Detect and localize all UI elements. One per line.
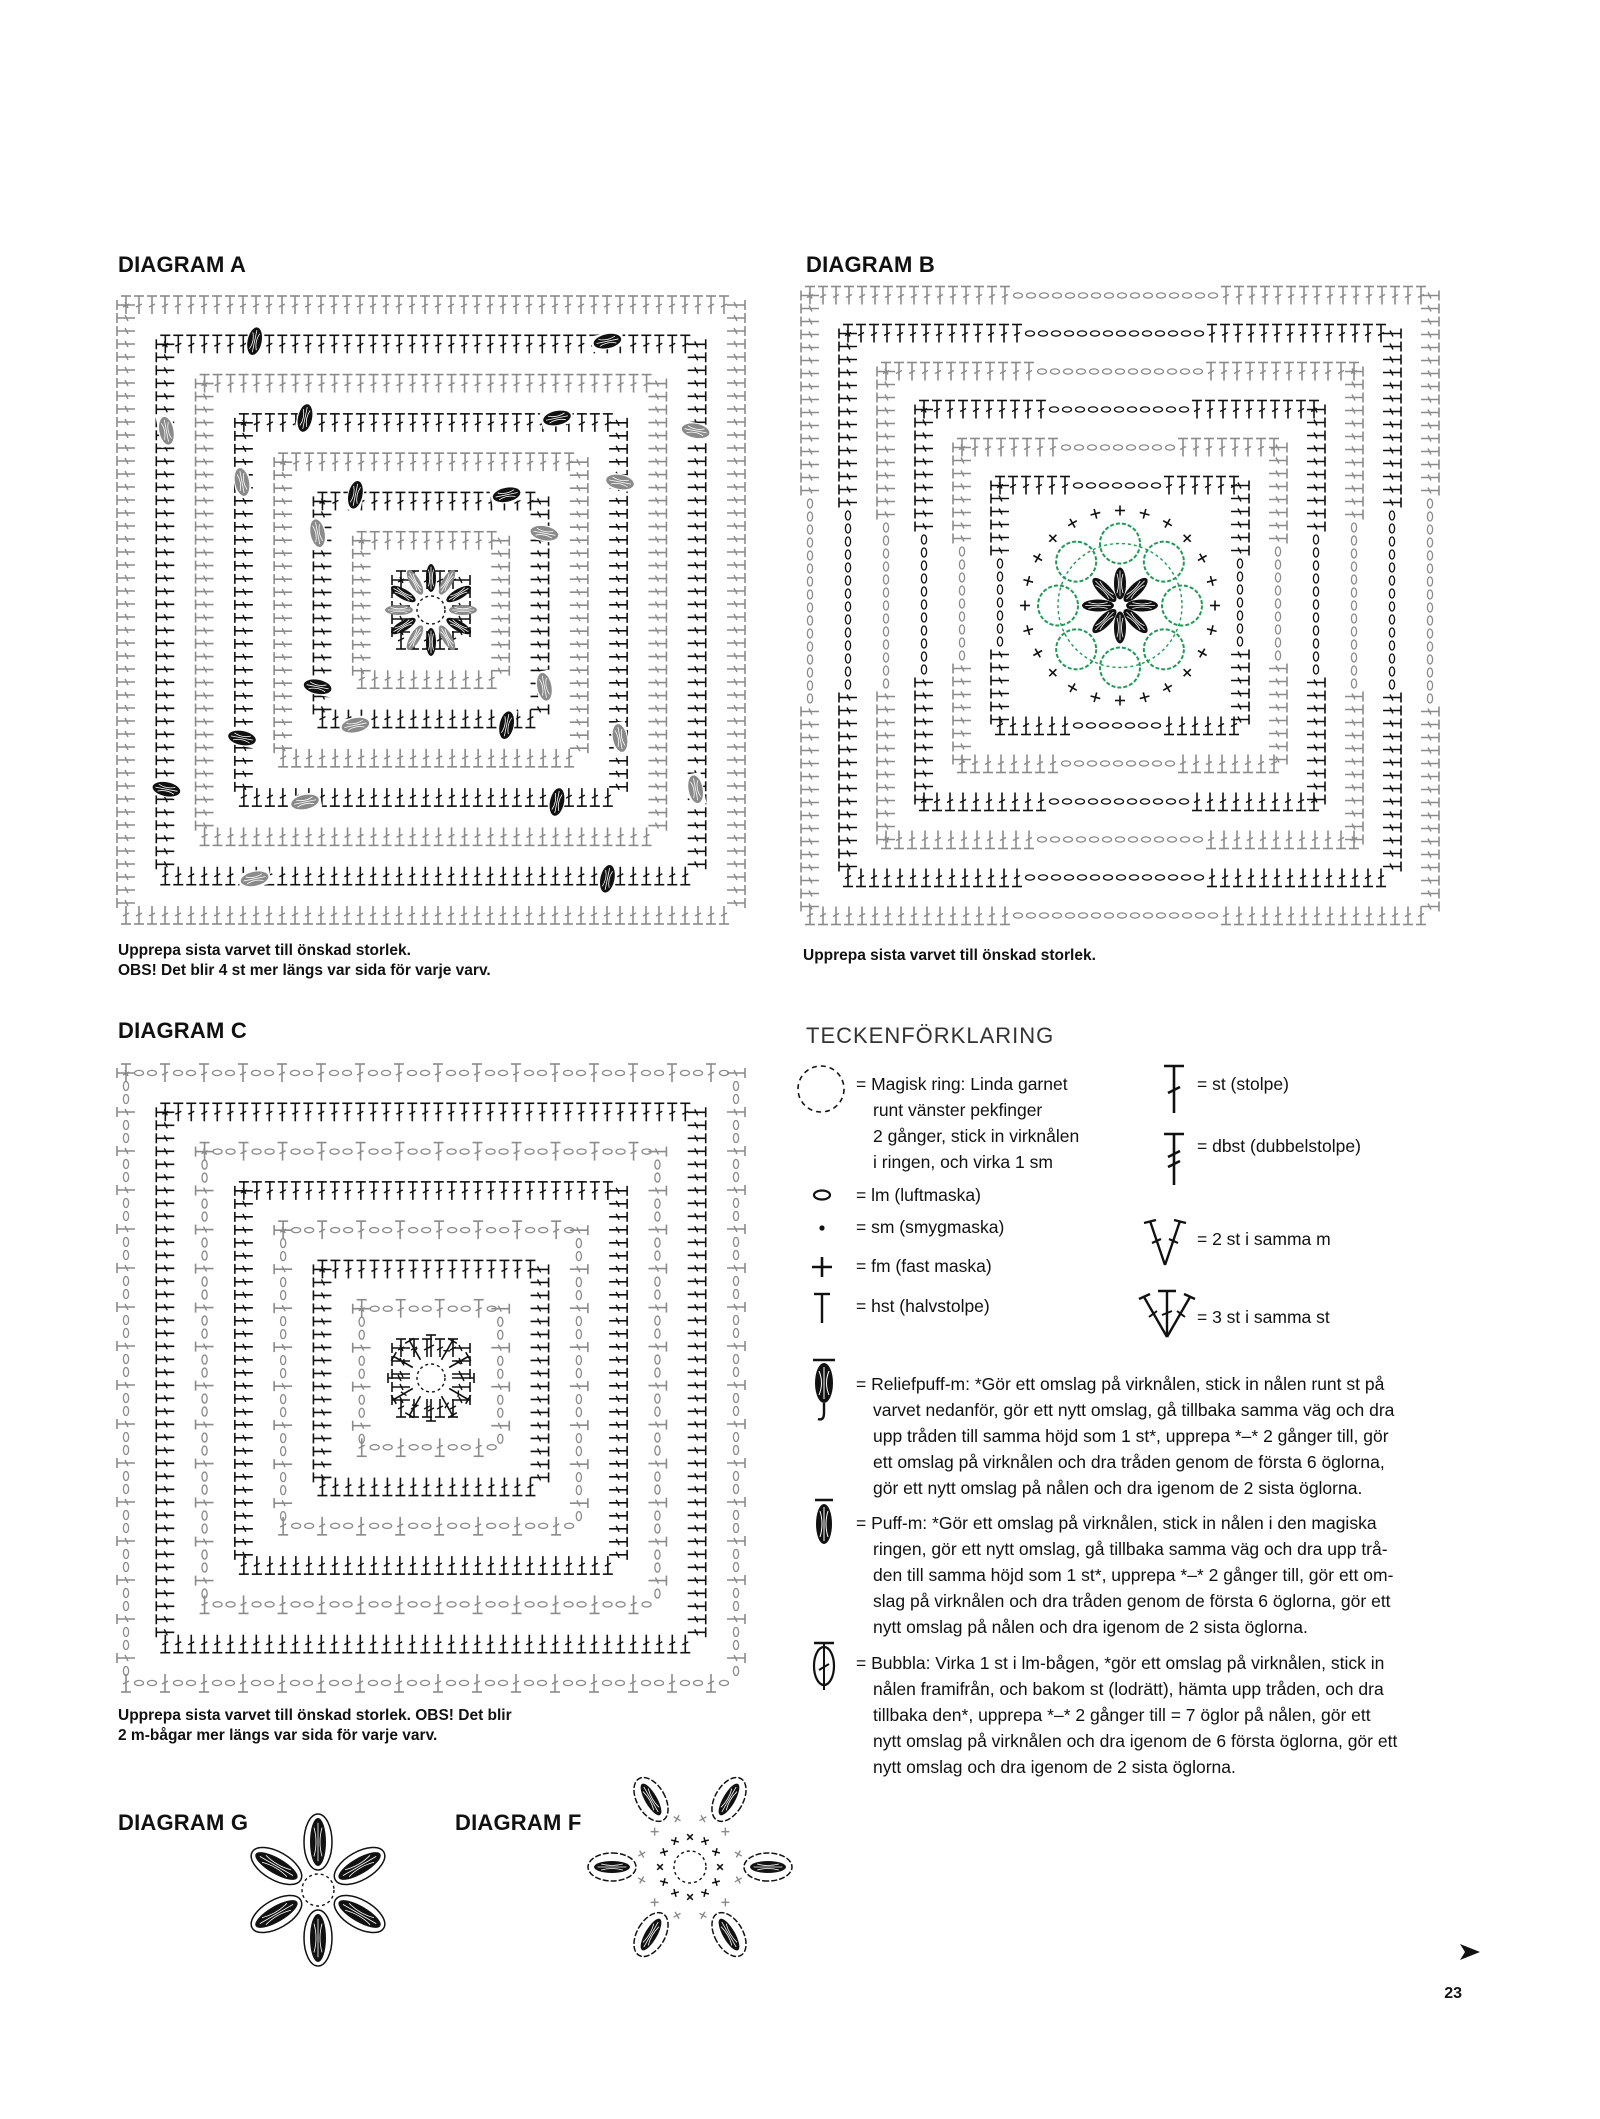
legend-line: 2 gånger, stick in virknålen	[856, 1123, 1079, 1149]
page-number: 23	[1444, 1985, 1462, 2003]
legend-single-crochet: = fm (fast maska)	[856, 1253, 992, 1279]
legend-line: nytt omslag på nålen och dra igenom de 2…	[856, 1614, 1393, 1640]
single-crochet-icon	[810, 1255, 834, 1279]
legend-line: runt vänster pekfinger	[856, 1097, 1079, 1123]
relief-puff-icon	[810, 1357, 838, 1425]
diagram-c-title: DIAGRAM C	[118, 1018, 247, 1044]
diagram-c-chart	[116, 1058, 746, 1698]
diagram-b-chart	[800, 278, 1440, 933]
legend-line: tillbaka den*, upprepa *–* 2 gånger till…	[856, 1702, 1397, 1728]
legend-magic-ring: = Magisk ring: Linda garnet runt vänster…	[856, 1071, 1079, 1175]
legend-line: slag på virknålen och dra tråden genom d…	[856, 1588, 1393, 1614]
diagram-a-chart	[116, 290, 746, 930]
two-in-same-icon	[1141, 1217, 1189, 1269]
legend-line: nytt omslag och dra igenom de 2 sista ög…	[856, 1754, 1397, 1780]
three-in-same-icon	[1136, 1289, 1198, 1341]
next-page-arrow-icon	[1458, 1941, 1482, 1963]
note-line: 2 m-bågar mer längs var sida för varje v…	[118, 1726, 512, 1746]
diagram-b-note: Upprepa sista varvet till önskad storlek…	[803, 946, 1096, 966]
legend-treble: = dbst (dubbelstolpe)	[1197, 1133, 1361, 1159]
legend-line: i ringen, och virka 1 sm	[856, 1149, 1079, 1175]
legend-line: varvet nedanför, gör ett nytt omslag, gå…	[856, 1397, 1394, 1423]
legend-line: ringen, gör ett nytt omslag, gå tillbaka…	[856, 1536, 1393, 1562]
legend-line: den till samma höjd som 1 st*, upprepa *…	[856, 1562, 1393, 1588]
legend-line: = Puff-m: *Gör ett omslag på virknålen, …	[856, 1510, 1393, 1536]
diagram-c-note: Upprepa sista varvet till önskad storlek…	[118, 1706, 512, 1746]
legend-line: = Magisk ring: Linda garnet	[856, 1071, 1079, 1097]
diagram-f-chart	[578, 1765, 803, 1970]
note-line: Upprepa sista varvet till önskad storlek…	[118, 1706, 512, 1726]
diagram-b-title: DIAGRAM B	[806, 252, 935, 278]
diagram-g-chart	[230, 1805, 410, 1975]
legend-line: nålen framifrån, och bakom st (lodrätt),…	[856, 1676, 1397, 1702]
note-line: Upprepa sista varvet till önskad storlek…	[118, 941, 491, 961]
legend-two-in-same: = 2 st i samma m	[1197, 1226, 1331, 1252]
bubble-icon	[809, 1640, 839, 1692]
legend-line: = Reliefpuff-m: *Gör ett omslag på virkn…	[856, 1371, 1394, 1397]
legend-line: upp tråden till samma höjd som 1 st*, up…	[856, 1423, 1394, 1449]
legend-double-crochet: = st (stolpe)	[1197, 1071, 1289, 1097]
diagram-a-title: DIAGRAM A	[118, 252, 246, 278]
chain-icon	[811, 1187, 833, 1203]
legend-line: = Bubbla: Virka 1 st i lm-bågen, *gör et…	[856, 1650, 1397, 1676]
note-line: Upprepa sista varvet till önskad storlek…	[803, 946, 1096, 966]
legend-half-double: = hst (halvstolpe)	[856, 1293, 990, 1319]
legend-relief-puff: = Reliefpuff-m: *Gör ett omslag på virkn…	[856, 1371, 1394, 1501]
legend-puff: = Puff-m: *Gör ett omslag på virknålen, …	[856, 1510, 1393, 1640]
legend-three-in-same: = 3 st i samma st	[1197, 1304, 1330, 1330]
slip-stitch-icon	[816, 1222, 828, 1234]
legend-bubble: = Bubbla: Virka 1 st i lm-bågen, *gör et…	[856, 1650, 1397, 1780]
diagram-a-note: Upprepa sista varvet till önskad storlek…	[118, 941, 491, 981]
note-line: OBS! Det blir 4 st mer längs var sida fö…	[118, 961, 491, 981]
half-double-icon	[811, 1291, 833, 1325]
legend-chain: = lm (luftmaska)	[856, 1182, 981, 1208]
double-crochet-icon	[1159, 1063, 1189, 1115]
legend-slip-stitch: = sm (smygmaska)	[856, 1214, 1004, 1240]
legend-line: ett omslag på virknålen och dra tråden g…	[856, 1449, 1394, 1475]
magic-ring-icon	[795, 1063, 847, 1115]
puff-icon	[812, 1497, 836, 1549]
legend-line: gör ett nytt omslag på nålen och dra ige…	[856, 1475, 1394, 1501]
diagram-g-title: DIAGRAM G	[118, 1810, 248, 1836]
legend-line: nytt omslag på virknålen och dra igenom …	[856, 1728, 1397, 1754]
legend-title: TECKENFÖRKLARING	[806, 1023, 1054, 1049]
treble-icon	[1159, 1131, 1189, 1187]
diagram-f-title: DIAGRAM F	[455, 1810, 581, 1836]
